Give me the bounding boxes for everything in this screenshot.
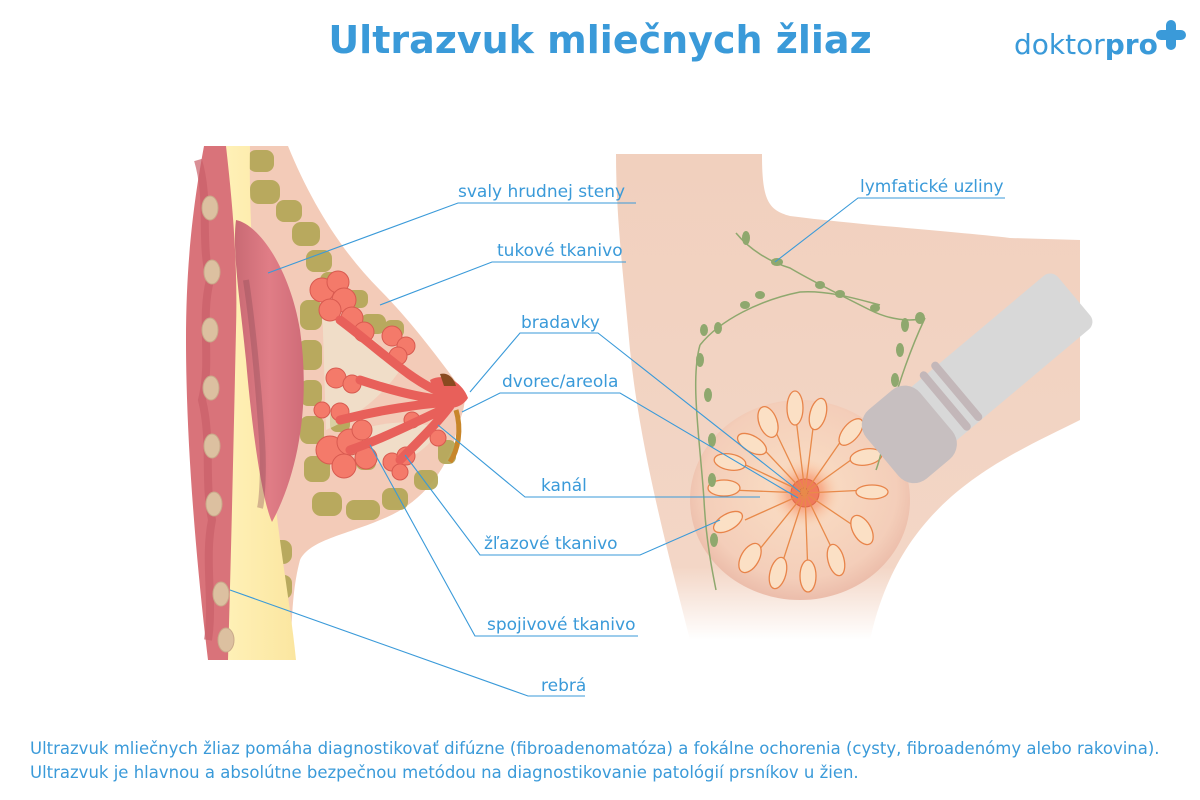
label-duct: kanál — [541, 476, 587, 496]
plus-cross-icon — [1156, 20, 1186, 50]
description-paragraph: Ultrazvuk mliečnych žliaz pomáha diagnos… — [30, 739, 1160, 782]
label-areola: dvorec/areola — [502, 372, 619, 392]
label-connective-tissue: spojivové tkanivo — [487, 615, 636, 635]
label-fatty-tissue: tukové tkanivo — [497, 241, 623, 261]
label-glandular-tissue: žľazové tkanivo — [484, 534, 618, 554]
brand-logo[interactable]: doktorpro — [1014, 28, 1158, 61]
label-ribs: rebrá — [541, 676, 587, 696]
label-chest-wall-muscles: svaly hrudnej steny — [458, 182, 626, 202]
label-lymph-nodes: lymfatické uzliny — [860, 177, 1004, 197]
label-nipples: bradavky — [521, 313, 600, 333]
frontal-view — [616, 154, 1093, 640]
page-title: Ultrazvuk mliečnych žliaz — [328, 18, 872, 62]
cross-section — [186, 146, 468, 660]
leader-lines — [229, 197, 1005, 697]
ultrasound-probe — [861, 273, 1093, 484]
logo-text-accent: pro — [1104, 28, 1158, 61]
logo-text-main: doktor — [1014, 28, 1105, 61]
